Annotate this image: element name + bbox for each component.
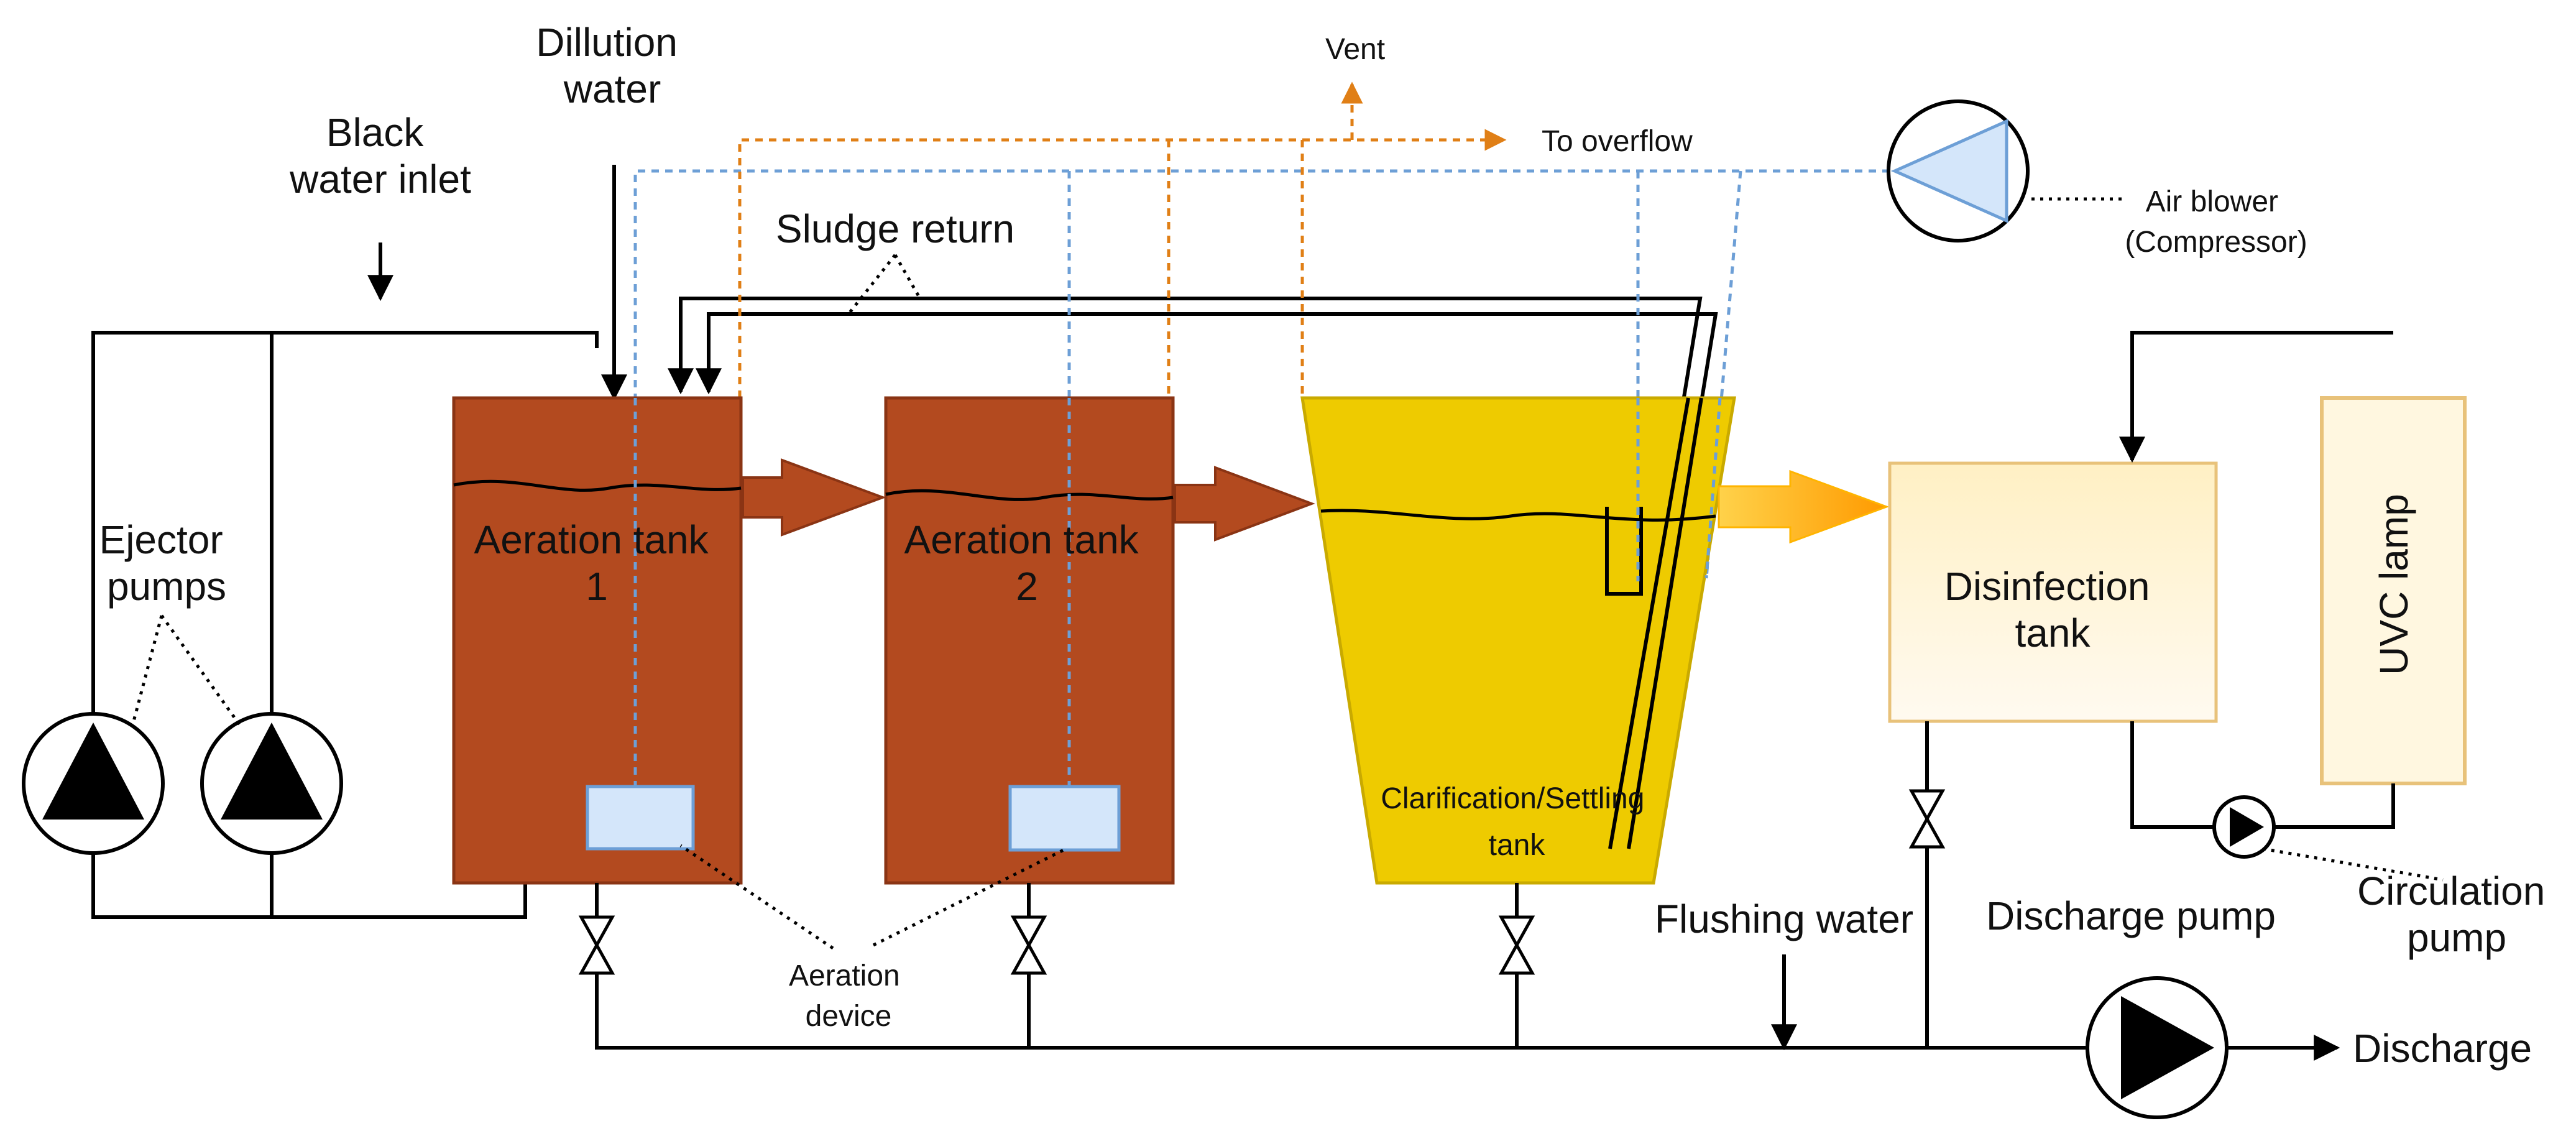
- aeration-tank-1: [452, 396, 743, 885]
- vent-lines: [738, 81, 1507, 398]
- flow-arrow-tank1-to-tank2: [742, 458, 886, 537]
- air-blower-icon: [1887, 99, 2030, 242]
- aeration-tank-2-label: Aeration tank 2: [904, 517, 1150, 609]
- ejector-pump-2: [200, 712, 343, 855]
- sludge-return-label: Sludge return: [776, 206, 1014, 251]
- clarification-settling-tank: [1300, 396, 1736, 885]
- air-blower-label: Air blower (Compressor): [2125, 185, 2307, 259]
- valve-clarifier: [1498, 915, 1535, 975]
- discharge-label: Discharge: [2353, 1026, 2532, 1071]
- ejector-pumps-pointer: [132, 614, 241, 726]
- circulation-loop: [2119, 331, 2395, 829]
- ejector-pump-1: [22, 712, 165, 855]
- ejector-pumps-label: Ejector pumps: [99, 517, 234, 609]
- flushing-water-label: Flushing water: [1655, 897, 1913, 941]
- uvc-lamp: [2320, 396, 2467, 785]
- circulation-pump-label: Circulation pump: [2357, 869, 2556, 960]
- to-overflow-label: To overflow: [1542, 125, 1693, 158]
- vent-label: Vent: [1325, 33, 1385, 66]
- valve-tank2: [1010, 915, 1047, 975]
- flow-arrow-tank2-to-clarifier: [1174, 466, 1315, 542]
- ejector-pump-piping: [91, 165, 627, 919]
- sludge-return-pointer: [847, 254, 922, 315]
- disinfection-tank-label: Disinfection tank: [1944, 564, 2161, 655]
- aeration-tank-2: [884, 396, 1175, 885]
- disinfection-tank: [1888, 461, 2218, 723]
- flow-arrow-clarifier-to-disinfection: [1718, 469, 1890, 544]
- discharge-pump: [2086, 976, 2229, 1119]
- circulation-pump: [2212, 795, 2276, 859]
- aeration-device-1: [586, 785, 695, 851]
- aeration-device-pointer: [679, 844, 1067, 950]
- valve-tank1: [578, 915, 615, 975]
- black-water-inlet-label: Black water inlet: [289, 110, 471, 201]
- aeration-device-2: [1008, 785, 1121, 852]
- uvc-lamp-label: UVC lamp: [2371, 494, 2416, 675]
- valve-disinfection: [1908, 789, 1946, 849]
- clarification-tank-label: Clarification/Settling tank: [1381, 782, 1653, 862]
- discharge-pump-label: Discharge pump: [1986, 894, 2276, 938]
- dilution-water-label: Dillution water: [536, 20, 688, 111]
- aeration-device-label: Aeration device: [789, 959, 908, 1033]
- aeration-tank-1-label: Aeration tank 1: [474, 517, 720, 609]
